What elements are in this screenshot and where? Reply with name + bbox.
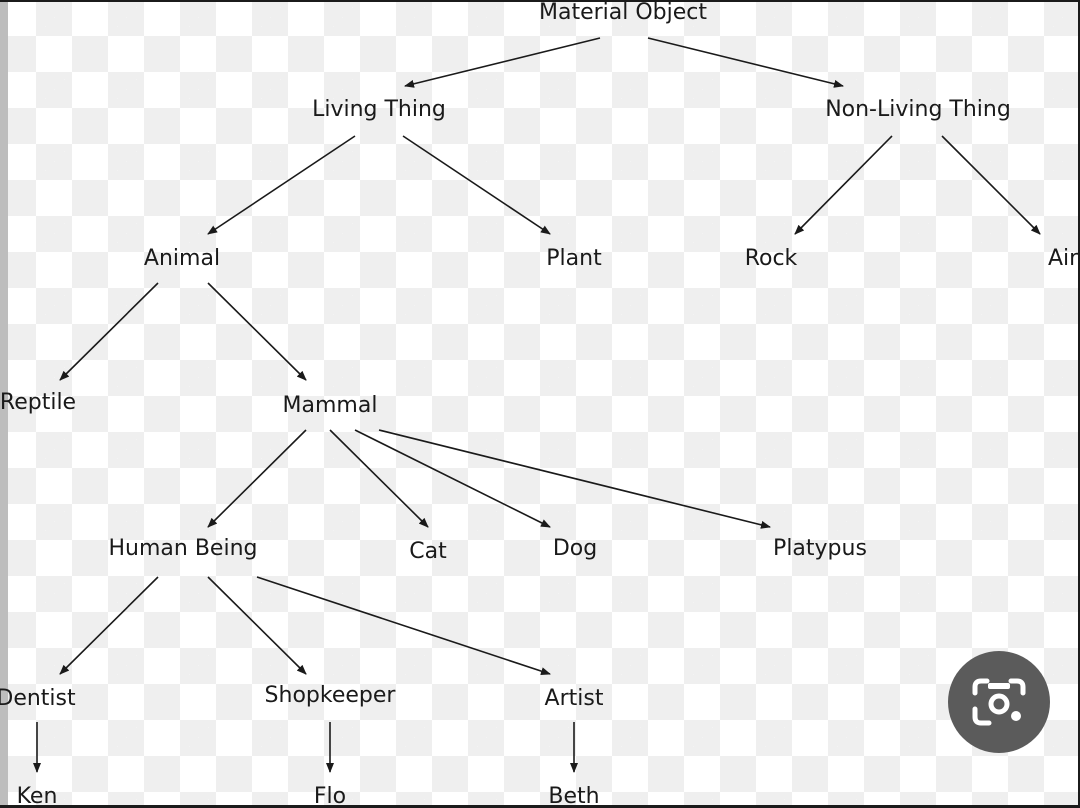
edge-non-living-thing-to-rock [794,135,893,235]
node-ken: Ken [16,784,58,808]
node-dentist: Dentist [0,686,76,711]
node-human-being: Human Being [108,536,258,561]
camera-lens-icon [972,678,1026,726]
node-dog: Dog [552,536,598,561]
left-edge-bar [0,0,8,808]
node-material-object: Material Object [538,0,708,25]
node-beth: Beth [548,784,600,808]
node-shopkeeper: Shopkeeper [264,683,396,708]
edge-mammal-to-dog [354,429,551,528]
edge-animal-to-mammal [207,282,307,381]
edge-mammal-to-platypus [378,429,771,529]
edge-non-living-thing-to-air [941,135,1041,235]
edge-material-object-to-living-thing [404,37,601,88]
lens-button[interactable] [948,651,1050,753]
node-reptile: Reptile [0,390,77,415]
bottom-border [0,805,1080,808]
node-mammal: Mammal [282,393,378,418]
edge-material-object-to-non-living-thing [647,37,844,88]
edge-living-thing-to-plant [402,135,551,235]
node-platypus: Platypus [773,536,867,561]
edge-animal-to-reptile [59,282,159,381]
node-living-thing: Living Thing [312,97,446,122]
node-air: Air [1048,246,1079,271]
node-cat: Cat [409,539,447,564]
node-flo: Flo [313,784,347,808]
edge-human-being-to-artist [256,576,551,675]
edge-mammal-to-human-being [207,429,307,528]
edge-human-being-to-dentist [59,576,159,675]
node-rock: Rock [744,246,798,271]
edge-living-thing-to-animal [207,135,356,235]
node-animal: Animal [143,246,221,271]
top-border [0,0,1080,2]
node-non-living-thing: Non-Living Thing [825,97,1011,122]
node-artist: Artist [544,686,604,711]
node-plant: Plant [546,246,602,271]
edge-human-being-to-shopkeeper [207,576,307,675]
edge-mammal-to-cat [329,429,429,528]
right-border [1078,0,1080,808]
